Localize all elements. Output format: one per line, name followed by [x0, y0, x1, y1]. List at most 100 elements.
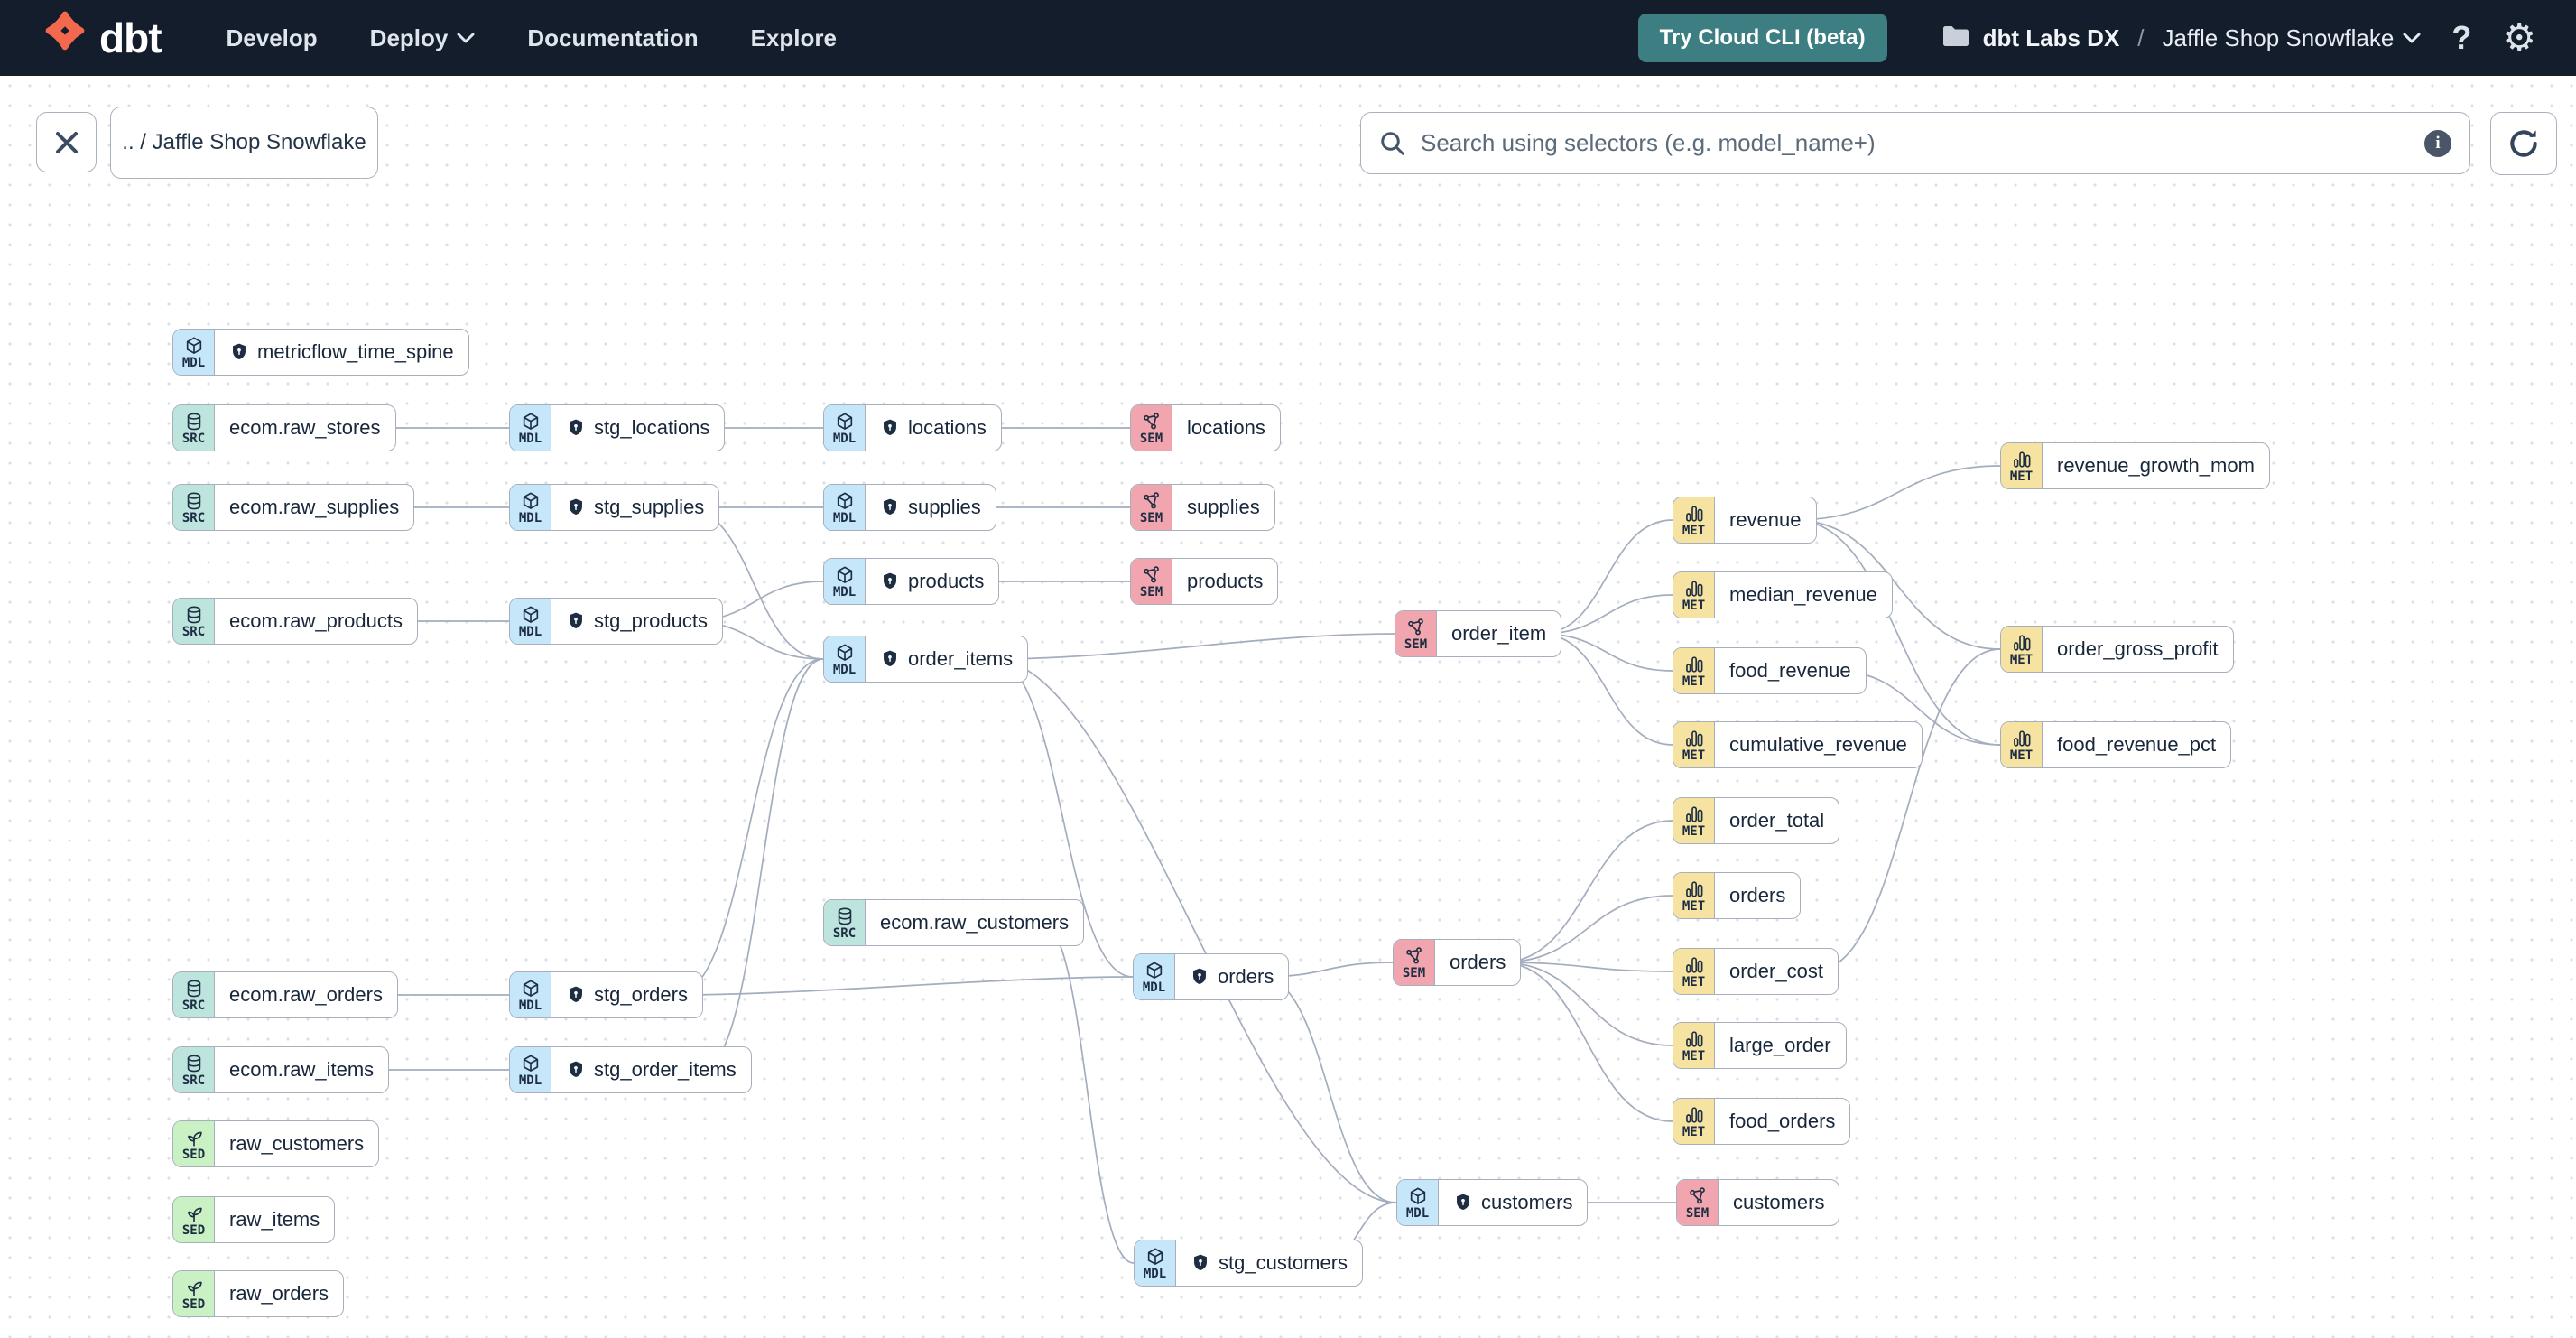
- info-icon[interactable]: i: [2424, 129, 2451, 157]
- node-body: raw_customers: [215, 1121, 378, 1166]
- node-type-label: SED: [181, 1222, 206, 1238]
- node-type-label: SRC: [181, 624, 206, 639]
- shield-icon: [566, 985, 586, 1005]
- close-lineage-button[interactable]: [36, 112, 97, 172]
- node-type-label: SRC: [181, 998, 206, 1013]
- menu-item-explore[interactable]: Explore: [750, 23, 837, 51]
- node-body: stg_order_items: [551, 1047, 751, 1092]
- help-icon[interactable]: ?: [2451, 19, 2472, 56]
- node-seed_items[interactable]: SED raw_items: [172, 1196, 336, 1243]
- node-label: stg_products: [594, 609, 708, 632]
- node-label: supplies: [908, 496, 981, 518]
- node-type-badge: SRC: [824, 900, 866, 945]
- lineage-canvas[interactable]: .. / Jaffle Shop Snowflake i MDLmetricfl…: [0, 76, 2576, 1338]
- project-selector[interactable]: Jaffle Shop Snowflake: [2163, 24, 2422, 52]
- node-type-label: MDL: [832, 431, 857, 446]
- node-label: stg_orders: [594, 983, 688, 1006]
- node-label: stg_supplies: [594, 496, 705, 518]
- shield-icon: [566, 418, 586, 438]
- account-project-switcher[interactable]: dbt Labs DX / Jaffle Shop Snowflake: [1941, 24, 2422, 52]
- breadcrumb-separator: /: [2137, 23, 2145, 51]
- node-type-label: SRC: [832, 925, 857, 941]
- node-type-label: MET: [2009, 469, 2034, 484]
- node-label: ecom.raw_products: [229, 609, 403, 632]
- metric-bars-icon: [1684, 1105, 1704, 1125]
- node-type-badge: MDL: [824, 405, 866, 451]
- node-body: raw_items: [215, 1197, 334, 1242]
- menu-item-deploy[interactable]: Deploy: [370, 24, 476, 52]
- model-cube-icon: [835, 412, 855, 432]
- node-type-badge: MET: [1673, 722, 1715, 767]
- menu-item-documentation[interactable]: Documentation: [527, 23, 699, 51]
- node-body: revenue: [1715, 497, 1816, 543]
- node-body: large_order: [1715, 1023, 1846, 1068]
- node-label: order_cost: [1729, 960, 1823, 982]
- node-body: products: [1172, 559, 1277, 604]
- dbt-logo-text: dbt: [99, 14, 162, 61]
- refresh-button[interactable]: [2490, 112, 2557, 175]
- node-type-label: MDL: [1143, 1266, 1167, 1281]
- gear-icon[interactable]: ⚙: [2502, 16, 2536, 59]
- account-name: dbt Labs DX: [1982, 23, 2120, 51]
- node-body: metricflow_time_spine: [215, 330, 468, 375]
- top-navbar: dbt Develop Deploy Documentation Explore…: [0, 0, 2576, 76]
- dbt-logo-icon: [40, 11, 90, 66]
- node-revenue[interactable]: MET revenue: [1673, 497, 1817, 544]
- node-type-label: MDL: [518, 998, 542, 1013]
- node-type-label: SED: [181, 1296, 206, 1312]
- node-type-badge: MDL: [824, 636, 866, 682]
- node-stg_orders[interactable]: MDL stg_orders: [509, 971, 703, 1018]
- node-type-label: MET: [1682, 523, 1706, 538]
- node-label: products: [908, 570, 985, 592]
- breadcrumb[interactable]: .. / Jaffle Shop Snowflake: [110, 107, 378, 179]
- try-cloud-cli-button[interactable]: Try Cloud CLI (beta): [1637, 14, 1887, 62]
- search-input[interactable]: [1419, 128, 2412, 158]
- node-type-badge: MDL: [510, 1047, 551, 1092]
- menu-item-develop[interactable]: Develop: [226, 23, 318, 51]
- node-body: stg_locations: [551, 405, 724, 451]
- shield-icon: [566, 497, 586, 517]
- node-raw_products[interactable]: SRC ecom.raw_products: [172, 598, 418, 645]
- node-body: food_orders: [1715, 1099, 1849, 1144]
- dbt-logo[interactable]: dbt: [40, 11, 162, 66]
- node-type-badge: SRC: [173, 1047, 215, 1092]
- node-type-badge: MDL: [510, 405, 551, 451]
- search-icon: [1381, 131, 1404, 155]
